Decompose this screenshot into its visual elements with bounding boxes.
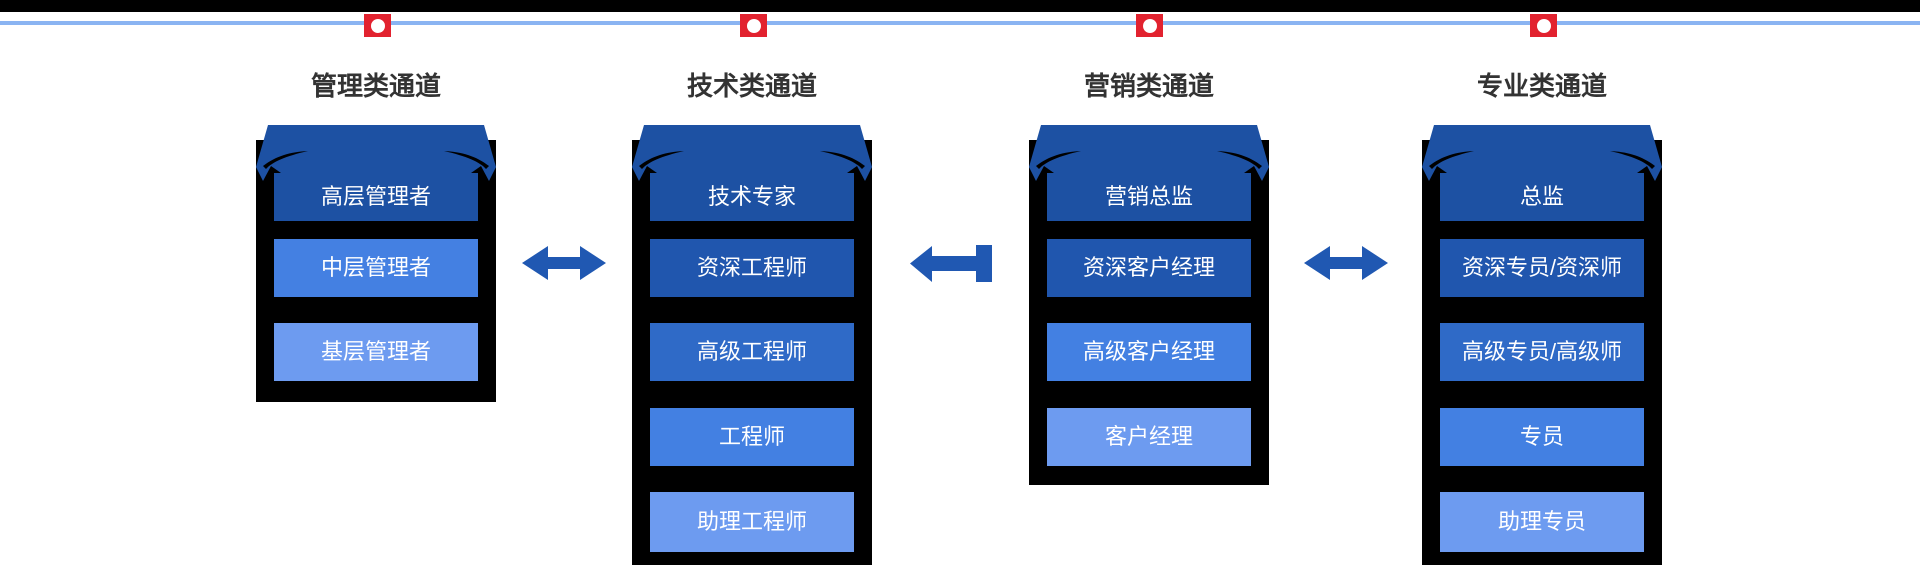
level-label: 基层管理者 [320, 339, 431, 364]
level-label: 总监 [1519, 184, 1564, 209]
career-channel-column: 专业类通道 总监 资深专员/资深师 高级专员/高级师 专员 助理专员 [1422, 0, 1662, 565]
level-plate: 总监 [1440, 173, 1644, 221]
level-label: 助理工程师 [696, 509, 807, 534]
level-plate: 高级客户经理 [1047, 323, 1251, 381]
banner-shape [256, 125, 496, 181]
banner-ribbon [632, 125, 872, 181]
timeline-line [0, 21, 1920, 25]
fold-swoosh-left-icon [1429, 151, 1474, 169]
level-plate: 客户经理 [1047, 408, 1251, 466]
level-label: 高层管理者 [320, 184, 431, 209]
top-black-bar [0, 0, 1920, 12]
level-plate: 高级专员/高级师 [1440, 323, 1644, 381]
level-plate: 专员 [1440, 408, 1644, 466]
timeline-node-icon [1530, 14, 1557, 37]
banner-shape [1029, 125, 1269, 181]
double-arrow-icon [1304, 246, 1388, 280]
banner-shape [1422, 125, 1662, 181]
level-plate: 资深专员/资深师 [1440, 239, 1644, 297]
level-label: 中层管理者 [320, 255, 431, 280]
level-plate: 中层管理者 [274, 239, 478, 297]
level-label: 高级专员/高级师 [1461, 339, 1623, 364]
level-label: 专员 [1519, 424, 1564, 449]
banner-ribbon [1029, 125, 1269, 181]
career-channel-column: 管理类通道 高层管理者 中层管理者 基层管理者 [256, 0, 496, 551]
level-label: 高级工程师 [696, 339, 807, 364]
level-plate: 工程师 [650, 408, 854, 466]
level-label: 技术专家 [707, 184, 796, 209]
level-plate: 资深工程师 [650, 239, 854, 297]
timeline-node-icon [740, 14, 767, 37]
career-channel-column: 技术类通道 技术专家 资深工程师 高级工程师 工程师 助理工程师 [632, 0, 872, 565]
channel-title: 管理类通道 [310, 71, 441, 101]
level-label: 资深专员/资深师 [1461, 255, 1623, 280]
channel-title: 专业类通道 [1476, 71, 1607, 101]
banner-ribbon [1422, 125, 1662, 181]
fold-swoosh-right-icon [1610, 151, 1655, 169]
double-arrow-icon [522, 246, 606, 280]
fold-swoosh-right-icon [1217, 151, 1262, 169]
level-plate: 高级工程师 [650, 323, 854, 381]
timeline-node-dot [746, 18, 761, 33]
channel-title: 技术类通道 [686, 71, 817, 101]
fold-swoosh-right-icon [444, 151, 489, 169]
level-label: 资深工程师 [696, 255, 807, 280]
level-label: 客户经理 [1104, 424, 1193, 449]
timeline-node-icon [364, 14, 391, 37]
level-plate: 资深客户经理 [1047, 239, 1251, 297]
level-label: 高级客户经理 [1082, 339, 1215, 364]
banner-shape [632, 125, 872, 181]
banner-ribbon [256, 125, 496, 181]
fold-swoosh-left-icon [263, 151, 308, 169]
level-plate: 助理工程师 [650, 492, 854, 552]
left-arrow-capped-icon [910, 245, 992, 282]
level-plate: 助理专员 [1440, 492, 1644, 552]
timeline-node-dot [1536, 18, 1551, 33]
timeline-node-dot [370, 18, 385, 33]
timeline-node-icon [1136, 14, 1163, 37]
level-label: 工程师 [718, 424, 785, 449]
timeline-node-dot [1142, 18, 1157, 33]
level-plate: 技术专家 [650, 173, 854, 221]
level-plate: 高层管理者 [274, 173, 478, 221]
channel-title: 营销类通道 [1083, 71, 1214, 101]
level-plate: 基层管理者 [274, 323, 478, 381]
career-channel-column: 营销类通道 营销总监 资深客户经理 高级客户经理 客户经理 [1029, 0, 1269, 551]
level-plate: 营销总监 [1047, 173, 1251, 221]
fold-swoosh-left-icon [1036, 151, 1081, 169]
level-label: 营销总监 [1104, 184, 1193, 209]
fold-swoosh-left-icon [639, 151, 684, 169]
level-label: 助理专员 [1497, 509, 1586, 534]
level-label: 资深客户经理 [1082, 255, 1215, 280]
fold-swoosh-right-icon [820, 151, 865, 169]
